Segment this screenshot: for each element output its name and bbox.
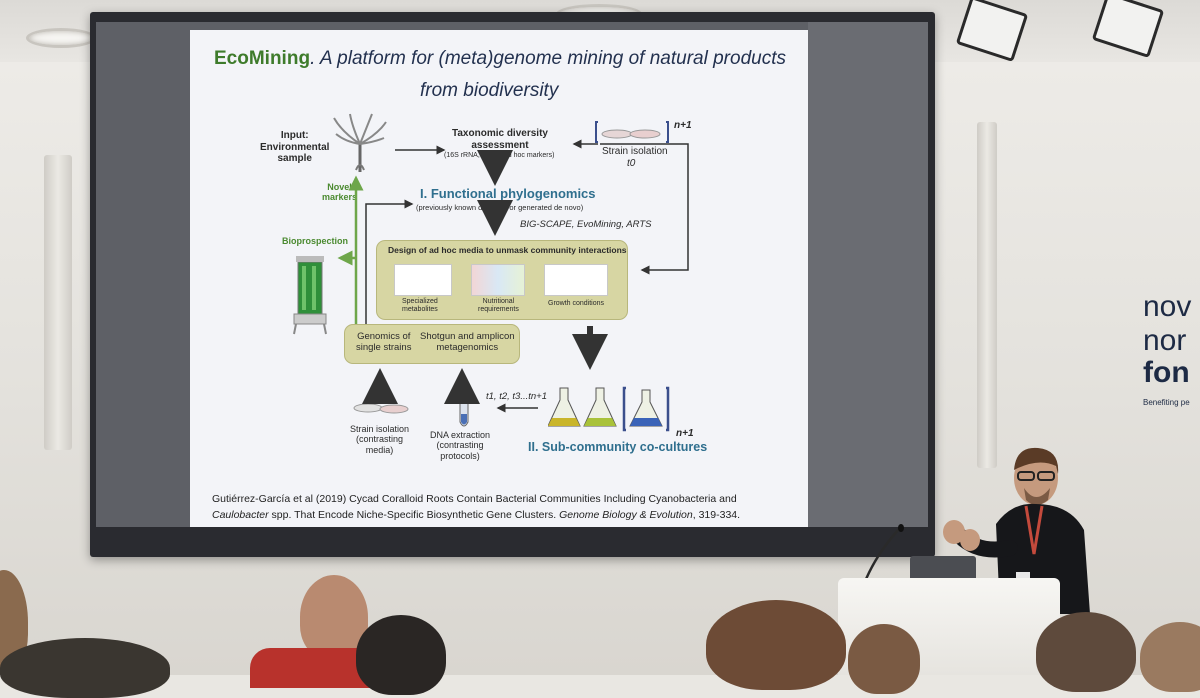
- wall-logo-tagline: Benefiting pe: [1143, 398, 1190, 407]
- dna-extraction-label: DNA extraction (contrasting protocols): [430, 430, 491, 461]
- design-media-label: Design of ad hoc media to unmask communi…: [388, 245, 627, 255]
- bioprospection-label: Bioprospection: [282, 236, 349, 246]
- wall-logo-line: fon: [1143, 356, 1190, 389]
- growth-conditions-label: Growth conditions: [548, 300, 605, 307]
- t0-label: t0: [627, 158, 636, 169]
- bioreactor-icon: [293, 256, 327, 335]
- wall-pillar: [977, 122, 997, 468]
- audience-head: [1036, 612, 1136, 692]
- plant-icon: [333, 113, 387, 172]
- taxonomic-diversity-label: Taxonomic diversity assessment: [452, 128, 548, 151]
- ceiling-light: [26, 28, 96, 48]
- wall-pillar: [44, 155, 72, 450]
- slide-title: EcoMining. A platform for (meta)genome m…: [214, 48, 786, 70]
- specialized-metabolites-label: Specialized metabolites: [402, 298, 438, 314]
- slide-title-line2: from biodiversity: [420, 80, 559, 101]
- growth-conditions-thumbnail: [544, 264, 608, 296]
- culture-flasks-icon: [548, 386, 670, 432]
- metabolites-thumbnail: [394, 264, 452, 296]
- nutrition-thumbnail: [471, 264, 525, 296]
- n-plus-one-top: n+1: [674, 120, 692, 131]
- citation-line1: Gutiérrez-García et al (2019) Cycad Cora…: [212, 493, 737, 505]
- audience-head: [356, 615, 446, 695]
- shotgun-metagenomics-label: Shotgun and amplicon metagenomics: [420, 331, 515, 353]
- citation: Gutiérrez-García et al (2019) Cycad Cora…: [212, 492, 802, 524]
- strain-isolation-contrasting-label: Strain isolation (contrasting media): [350, 424, 410, 455]
- novel-markers-label: Novel markers: [322, 182, 358, 203]
- audience-head: [706, 600, 846, 690]
- audience-head: [1140, 622, 1200, 692]
- functional-phylogenomics-label: I. Functional phylogenomics: [420, 186, 596, 201]
- audience-head: [848, 624, 920, 694]
- input-label: Input: Environmental sample: [260, 130, 330, 164]
- genomics-panel: [344, 324, 520, 364]
- n-plus-one-bottom: n+1: [676, 428, 694, 439]
- title-text: . A platform for (meta)genome mining of …: [310, 48, 786, 69]
- flow-arrows: [337, 139, 689, 413]
- timepoints-label: t1, t2, t3...tn+1: [486, 391, 547, 402]
- citation-journal: Genome Biology & Evolution: [559, 508, 693, 521]
- genomics-single-strains-label: Genomics of single strains: [356, 331, 412, 353]
- wall-logo-line: nor: [1143, 324, 1187, 357]
- strain-isolation-t0-label: Strain isolation: [602, 146, 668, 157]
- wall-logo-line: nov: [1143, 290, 1192, 323]
- audience-head: [0, 638, 170, 698]
- brand-name: EcoMining: [214, 48, 311, 69]
- presentation-slide: EcoMining. A platform for (meta)genome m…: [190, 30, 808, 527]
- microphone: [862, 524, 904, 585]
- petri-dish-icon: [595, 121, 669, 143]
- citation-genus: Caulobacter: [212, 508, 269, 521]
- screen-margin: [808, 22, 928, 527]
- nutritional-requirements-label: Nutritional requirements: [478, 298, 519, 314]
- tools-label: BIG-SCAPE, EvoMining, ARTS: [520, 219, 652, 230]
- citation-pages: , 319-334.: [692, 508, 741, 521]
- subcommunity-label: II. Sub-community co-cultures: [528, 440, 708, 454]
- citation-title-rest: spp. That Encode Niche-Specific Biosynth…: [268, 508, 560, 521]
- petri-dish-pair-icon: [353, 403, 409, 414]
